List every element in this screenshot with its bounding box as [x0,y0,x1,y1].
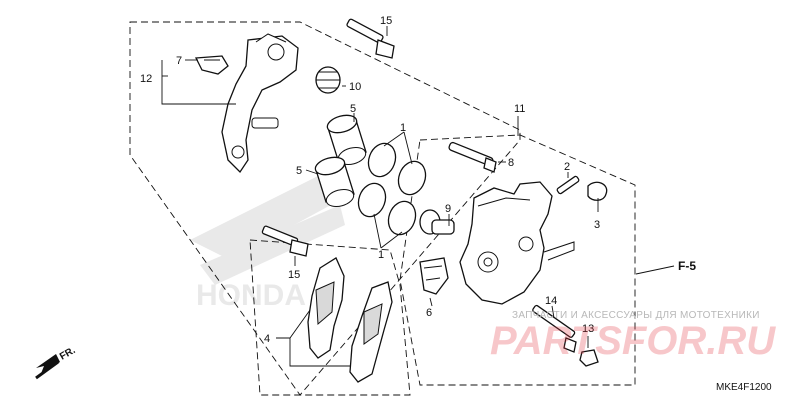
callout-7: 7 [176,55,182,67]
mounting-bolt-lower [261,225,309,257]
assembly-frame-4 [249,239,411,396]
callout-9: 9 [445,203,451,215]
watermark-caption: ЗАПЧАСТИ И АКСЕССУАРЫ ДЛЯ МОТОТЕХНИКИ [512,310,760,321]
assembly-frame-11 [399,134,636,386]
callout-1-lower: 1 [378,249,384,261]
callout-11: 11 [514,103,525,115]
front-label: FR. [58,345,78,363]
slide-pin [448,141,497,173]
callout-13: 13 [582,323,594,335]
callout-5-lower: 5 [296,165,302,177]
background-brand-logo: HONDA [190,170,345,312]
diagram-code: MKE4F1200 [716,382,772,393]
callout-15-top: 15 [380,15,392,27]
watermark-brand: PARTSFOR.RU [490,319,776,363]
pad-spring [419,257,449,295]
pin-boot [315,66,341,94]
caliper-bracket [221,33,299,174]
bleeder-screw [556,175,580,195]
caliper-body [459,181,575,305]
callout-14: 14 [545,295,557,307]
brake-pad-rear [349,281,393,383]
callout-12: 12 [140,73,152,85]
front-arrow-icon [35,354,60,380]
mounting-bolt-top [346,18,395,59]
callout-5-top: 5 [350,103,356,115]
piston-upper [326,114,367,166]
callout-6: 6 [426,307,432,319]
callout-3: 3 [594,219,600,231]
piston-seals [357,142,427,236]
callout-2: 2 [564,161,570,173]
pad-pin [532,304,577,353]
callout-4: 4 [264,333,270,345]
pad-retainer-clip [194,55,229,75]
callout-1-top: 1 [400,122,406,134]
brake-pad-front [307,257,345,359]
callout-8: 8 [508,157,514,169]
svg-text:HONDA: HONDA [196,279,306,312]
assembly-frame-12 [129,21,521,396]
plug-nut [579,349,599,367]
piston-lower [314,156,355,208]
section-ref-code: F-5 [678,259,696,273]
callout-15-lower: 15 [288,269,300,281]
bleeder-cap [587,181,608,201]
dust-boot [419,209,455,235]
callout-10: 10 [349,81,361,93]
